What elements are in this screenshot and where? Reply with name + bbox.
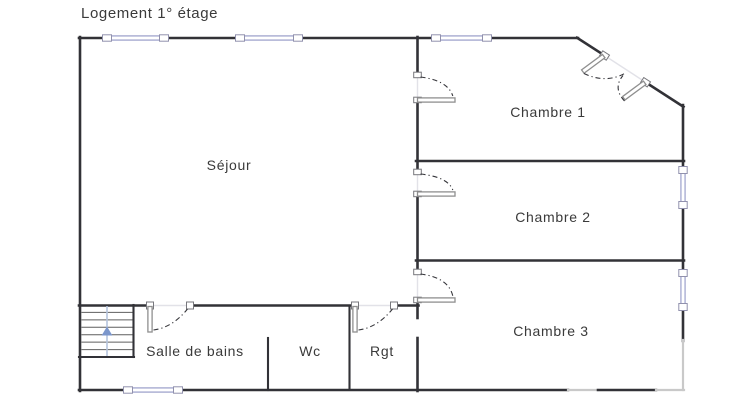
door-chambre1 xyxy=(416,76,456,103)
door-swing-arc xyxy=(358,308,393,331)
window-symbol-right-1 xyxy=(678,166,688,209)
window-end-cap xyxy=(678,269,688,277)
window-symbol-right-2 xyxy=(678,269,688,311)
door-jamb xyxy=(413,268,422,276)
window-end-cap xyxy=(678,201,688,209)
window-end-cap xyxy=(482,34,492,42)
door-jamb xyxy=(413,71,422,79)
door-chambre3 xyxy=(416,273,456,303)
window-end-cap xyxy=(431,34,441,42)
staircase xyxy=(81,306,133,356)
door-jamb xyxy=(413,168,422,176)
room-label-rgt: Rgt xyxy=(370,343,394,359)
door-swing-arc xyxy=(420,173,454,191)
wall-diagonal-upper xyxy=(575,35,607,58)
door-leaf xyxy=(621,80,647,101)
door-rgt xyxy=(352,305,393,333)
interior-walls xyxy=(77,35,686,393)
door-swing-arc xyxy=(583,72,626,80)
door-jamb xyxy=(390,301,398,310)
window-end-cap xyxy=(102,34,112,42)
door-swing-arc xyxy=(420,76,454,97)
door-jamb xyxy=(186,301,194,310)
window-end-cap xyxy=(235,34,245,42)
room-label-chambre1: Chambre 1 xyxy=(510,104,586,120)
window-end-cap xyxy=(123,386,133,394)
window-glass xyxy=(436,35,487,41)
stairs-up-arrow-icon xyxy=(101,326,113,336)
door-leaf xyxy=(580,53,606,75)
room-label-salle-de-bains: Salle de bains xyxy=(146,343,244,359)
window-glass xyxy=(680,273,686,307)
door-swing-arc xyxy=(617,75,625,102)
window-end-cap xyxy=(678,166,688,174)
room-label-chambre2: Chambre 2 xyxy=(515,209,591,225)
window-glass xyxy=(240,35,298,41)
door-leaf xyxy=(416,97,456,103)
outer-walls xyxy=(77,35,686,393)
door-chambre2 xyxy=(416,173,456,197)
window-end-cap xyxy=(173,386,183,394)
room-label-wc: Wc xyxy=(299,343,321,359)
door-swing-arc xyxy=(420,273,454,297)
window-symbol-bottom xyxy=(123,386,183,394)
window-glass xyxy=(128,387,178,393)
window-symbol-top-3 xyxy=(431,34,492,42)
window-glass xyxy=(680,170,686,205)
wall-diagonal-lower xyxy=(643,80,686,109)
window-end-cap xyxy=(678,303,688,311)
door-jambs xyxy=(146,50,652,310)
door-leaf xyxy=(352,305,358,333)
plan-title: Logement 1° étage xyxy=(81,5,219,22)
room-label-sejour: Séjour xyxy=(206,157,252,173)
window-end-cap xyxy=(159,34,169,42)
door-leaf xyxy=(416,297,456,303)
window-symbol-top-1 xyxy=(102,34,169,42)
window-end-cap xyxy=(293,34,303,42)
room-label-chambre3: Chambre 3 xyxy=(513,323,589,339)
door-salle-de-bains xyxy=(147,305,188,333)
door-leaf xyxy=(147,305,153,333)
double-door-chambre1 xyxy=(580,53,647,102)
door-swing-arc xyxy=(153,308,188,331)
window-symbol-top-2 xyxy=(235,34,303,42)
door-openings xyxy=(150,54,646,307)
opening-double-door xyxy=(604,54,646,83)
window-glass xyxy=(107,35,164,41)
door-leaf xyxy=(416,191,456,197)
